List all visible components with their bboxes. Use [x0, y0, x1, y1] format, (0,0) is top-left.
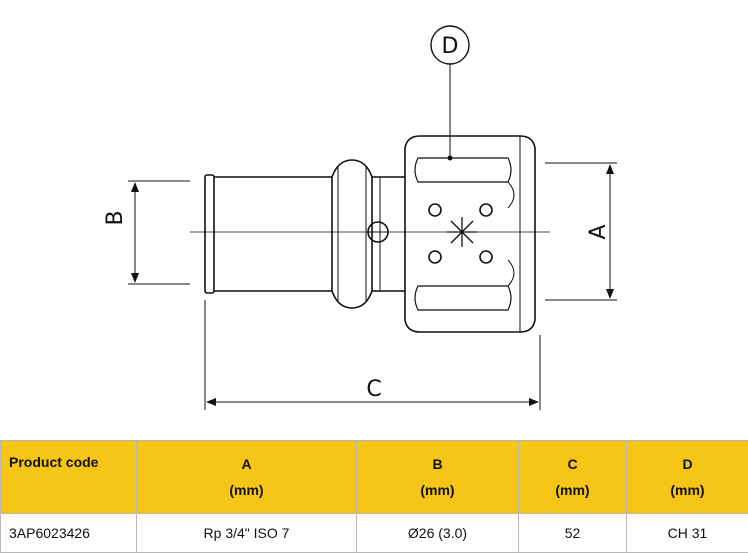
- header-a: A(mm): [137, 441, 357, 514]
- spec-table: Product code A(mm) B(mm) C(mm) D(mm) 3AP…: [0, 440, 748, 553]
- table-header-row: Product code A(mm) B(mm) C(mm) D(mm): [1, 441, 748, 514]
- fitting-technical-drawing: D B A C: [0, 0, 748, 440]
- cell-b: Ø26 (3.0): [357, 514, 519, 553]
- header-c: C(mm): [519, 441, 627, 514]
- cell-a: Rp 3/4" ISO 7: [137, 514, 357, 553]
- callout-d: D: [431, 26, 469, 161]
- cell-d: CH 31: [627, 514, 748, 553]
- label-b: B: [103, 210, 128, 225]
- fitting-outline: [205, 136, 535, 332]
- header-product-code: Product code: [1, 441, 137, 514]
- table-row: 3AP6023426 Rp 3/4" ISO 7 Ø26 (3.0) 52 CH…: [1, 514, 748, 553]
- label-a: A: [586, 224, 611, 239]
- label-c: C: [366, 377, 381, 402]
- cell-product-code: 3AP6023426: [1, 514, 137, 553]
- header-b: B(mm): [357, 441, 519, 514]
- label-d: D: [442, 34, 459, 59]
- cell-c: 52: [519, 514, 627, 553]
- header-d: D(mm): [627, 441, 748, 514]
- dimension-b: [128, 181, 190, 284]
